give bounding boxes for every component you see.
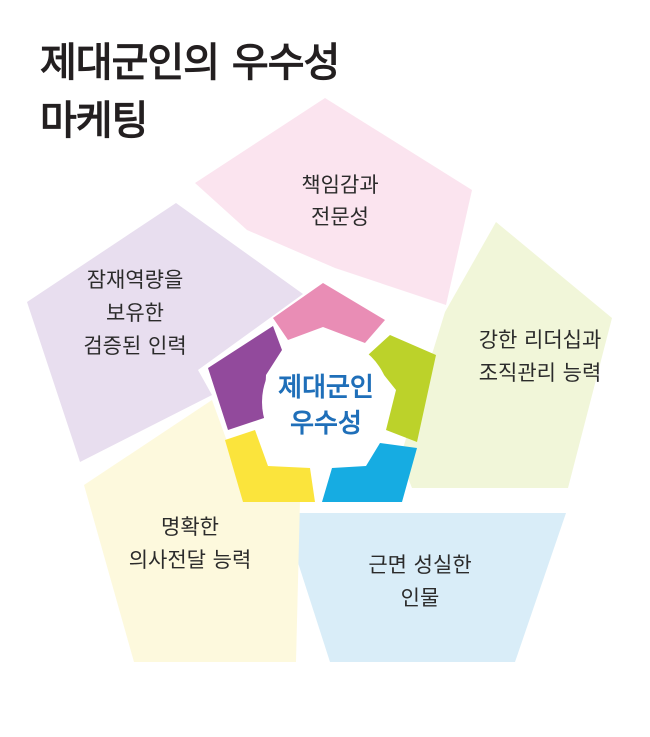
label-potential-1: 잠재역량을	[87, 268, 184, 292]
label-leadership-1: 강한 리더십과	[479, 328, 602, 352]
title-line-2: 마케팅	[40, 98, 148, 144]
label-responsibility-1: 책임감과	[301, 173, 378, 197]
center-hub	[262, 338, 390, 466]
panel-diligence	[282, 513, 566, 662]
label-communication-1: 명확한	[161, 515, 219, 539]
ring-segment-pink	[273, 283, 385, 343]
center-ring	[208, 283, 436, 502]
panel-potential	[27, 203, 303, 462]
label-potential-3: 검증된 인력	[83, 334, 186, 358]
label-leadership-2: 조직관리 능력	[479, 361, 602, 385]
page-title: 제대군인의 우수성 마케팅	[40, 34, 340, 150]
ring-segment-green	[368, 335, 436, 442]
label-diligence-1: 근면 성실한	[368, 553, 471, 577]
center-label-line-2: 우수성	[290, 409, 362, 439]
center-label-line-1: 제대군인	[278, 373, 374, 403]
ring-segment-yellow	[225, 430, 315, 502]
panel-leadership	[400, 222, 612, 488]
title-line-1: 제대군인의 우수성	[40, 40, 340, 86]
label-responsibility-2: 전문성	[311, 205, 369, 229]
label-communication-2: 의사전달 능력	[129, 548, 252, 572]
label-potential-2: 보유한	[106, 301, 164, 325]
panel-responsibility	[195, 98, 472, 305]
ring-segment-blue	[322, 443, 417, 502]
label-diligence-2: 인물	[401, 586, 440, 610]
